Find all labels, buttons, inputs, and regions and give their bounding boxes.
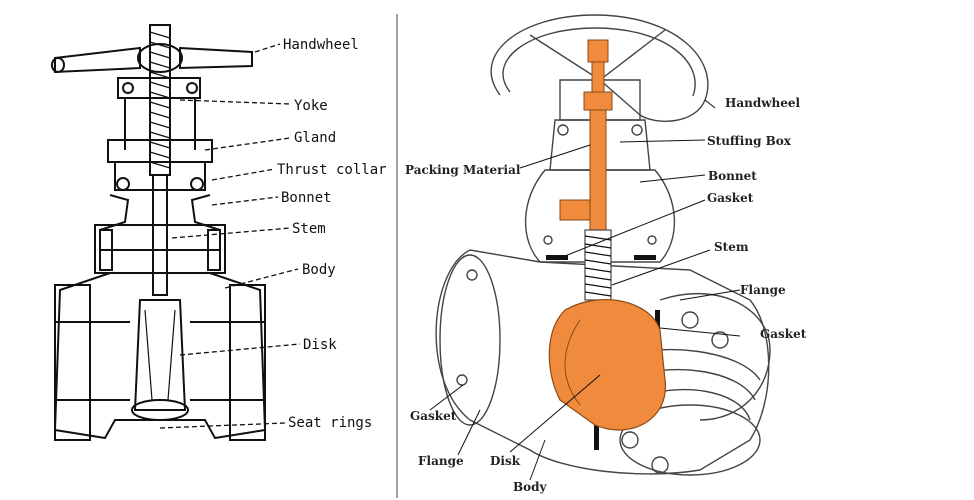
left-stem-icon bbox=[149, 24, 171, 296]
label-disk-right: Disk bbox=[490, 454, 521, 468]
label-yoke: Yoke bbox=[294, 98, 328, 114]
label-gland: Gland bbox=[294, 130, 336, 146]
label-gasket-top: Gasket bbox=[707, 191, 754, 205]
label-seat-rings: Seat rings bbox=[288, 415, 372, 431]
left-seat-rings-icon bbox=[131, 399, 189, 421]
label-stem-right: Stem bbox=[714, 240, 749, 254]
label-flange-left: Flange bbox=[418, 454, 464, 468]
label-bonnet-left: Bonnet bbox=[281, 190, 332, 206]
label-body-right: Body bbox=[513, 480, 548, 494]
label-stem-left: Stem bbox=[292, 221, 326, 237]
left-bonnet-icon bbox=[94, 194, 226, 274]
label-handwheel-left: Handwheel bbox=[283, 37, 359, 53]
left-yoke-icon bbox=[117, 77, 201, 150]
label-flange-right: Flange bbox=[740, 283, 786, 297]
label-gasket-left: Gasket bbox=[410, 409, 457, 423]
left-gland-icon bbox=[107, 139, 213, 191]
right-gasket-bottom-icon bbox=[594, 420, 599, 450]
right-bonnet-icon bbox=[524, 79, 676, 263]
right-cutaway-drawing bbox=[429, 14, 771, 481]
label-gasket-right: Gasket bbox=[760, 327, 807, 341]
label-packing-material: Packing Material bbox=[405, 163, 521, 177]
right-gasket-top-icon bbox=[546, 255, 568, 260]
right-flange-icon bbox=[456, 269, 771, 474]
right-disk-icon bbox=[548, 299, 666, 431]
left-section-drawing bbox=[51, 24, 301, 441]
label-bonnet-right: Bonnet bbox=[708, 169, 757, 183]
label-stuffing-box: Stuffing Box bbox=[707, 134, 792, 148]
label-thrust-collar: Thrust collar bbox=[277, 162, 387, 178]
left-body-icon bbox=[53, 272, 267, 441]
right-handwheel-icon bbox=[490, 14, 709, 122]
right-stem-icon bbox=[559, 39, 613, 301]
label-handwheel-right: Handwheel bbox=[725, 96, 801, 110]
label-body-left: Body bbox=[302, 262, 336, 278]
left-disk-icon bbox=[133, 299, 187, 411]
label-disk-left: Disk bbox=[303, 337, 337, 353]
left-handwheel-icon bbox=[51, 43, 253, 74]
right-gasket-top2-icon bbox=[634, 255, 656, 260]
